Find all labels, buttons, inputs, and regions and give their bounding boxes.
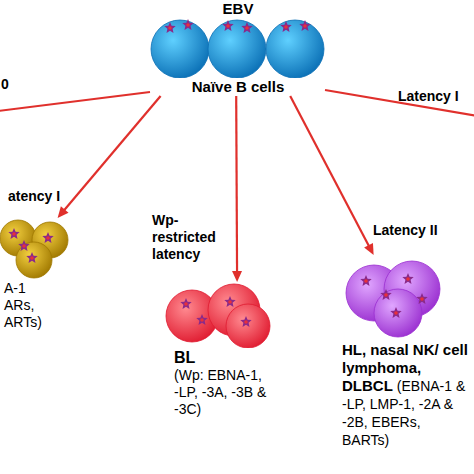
arrow-head [232, 271, 242, 282]
virus-particle [224, 296, 235, 307]
virus-star [390, 307, 401, 318]
cell-cluster [150, 282, 280, 348]
virus-core [22, 244, 26, 248]
virus-particle [299, 20, 310, 31]
virus-star [26, 252, 37, 263]
edge-label: Latency II [373, 222, 473, 239]
arrow-line [235, 96, 238, 273]
virus-particle [18, 240, 29, 251]
edge-label: Wp- restricted latency [152, 212, 226, 263]
virus-particle [416, 293, 427, 304]
arrow-head [364, 243, 374, 255]
cell-circle [208, 20, 266, 78]
virus-particle [390, 307, 401, 318]
virus-star [402, 273, 413, 284]
virus-star [240, 316, 251, 327]
arrow-line [0, 92, 150, 112]
virus-core [303, 24, 307, 28]
virus-core [228, 300, 232, 304]
virus-core [284, 25, 288, 29]
virus-star [42, 232, 53, 243]
virus-star [224, 296, 235, 307]
cell-node: HL, nasal NK/ cell lymphoma, DLBCL(EBNA-… [338, 255, 470, 449]
virus-core [420, 297, 424, 301]
arrow-head [58, 206, 69, 218]
virus-star [241, 22, 252, 33]
virus-particle [164, 22, 175, 33]
virus-particle [380, 289, 391, 300]
cell-node: BL(Wp: EBNA-1, -LP, -3A, -3B & -3C) [150, 282, 280, 418]
cell-cluster [338, 255, 470, 341]
node-text: (Wp: EBNA-1, -LP, -3A, -3B & -3C) [150, 367, 270, 418]
virus-particle [222, 20, 233, 31]
virus-star [18, 240, 29, 251]
cell-circle [266, 20, 324, 78]
latency-label: Latency I [398, 88, 474, 105]
virus-star [380, 289, 391, 300]
cell-cluster [148, 18, 328, 78]
virus-core [244, 320, 248, 324]
virus-star [180, 298, 191, 309]
virus-core [12, 232, 16, 236]
virus-star [222, 20, 233, 31]
virus-star [182, 19, 193, 30]
node-text: A-1 ARs, ARTs) [0, 280, 46, 331]
virus-core [384, 293, 388, 297]
virus-particle [241, 22, 252, 33]
cell-cluster [0, 218, 72, 280]
node-text: BL [150, 348, 280, 367]
virus-particle [8, 228, 19, 239]
virus-star [280, 21, 291, 32]
virus-core [200, 318, 204, 322]
virus-particle [182, 19, 193, 30]
virus-star [8, 228, 19, 239]
virus-core [168, 26, 172, 30]
virus-star [416, 293, 427, 304]
virus-star [360, 275, 371, 286]
virus-core [394, 311, 398, 315]
cell-node: EBV Naïve B cells [148, 0, 328, 96]
virus-star [299, 20, 310, 31]
virus-core [46, 236, 50, 240]
arrow-connector [58, 96, 161, 218]
virus-particle [26, 252, 37, 263]
cell-circle [226, 304, 270, 348]
virus-star [164, 22, 175, 33]
virus-core [186, 23, 190, 27]
arrow-connector [232, 96, 242, 282]
virus-core [245, 26, 249, 30]
node-text: EBV [148, 0, 328, 18]
virus-star [196, 314, 207, 325]
virus-particle [180, 298, 191, 309]
node-text: Naïve B cells [148, 78, 328, 96]
latency-label: 0 [1, 76, 21, 93]
cell-circle [151, 20, 209, 78]
virus-core [364, 279, 368, 283]
cell-node: A-1 ARs, ARTs) [0, 218, 72, 331]
arrow-line [63, 96, 160, 211]
node-text-block: HL, nasal NK/ cell lymphoma, DLBCL(EBNA-… [338, 341, 470, 449]
arrow-connector [290, 96, 373, 255]
cell-circle [374, 289, 422, 337]
virus-particle [280, 21, 291, 32]
virus-particle [196, 314, 207, 325]
virus-particle [360, 275, 371, 286]
virus-core [406, 277, 410, 281]
arrow-line [290, 96, 369, 247]
virus-particle [402, 273, 413, 284]
virus-core [226, 24, 230, 28]
edge-label: atency I [8, 188, 98, 205]
virus-core [184, 302, 188, 306]
virus-particle [240, 316, 251, 327]
virus-core [30, 256, 34, 260]
virus-particle [42, 232, 53, 243]
